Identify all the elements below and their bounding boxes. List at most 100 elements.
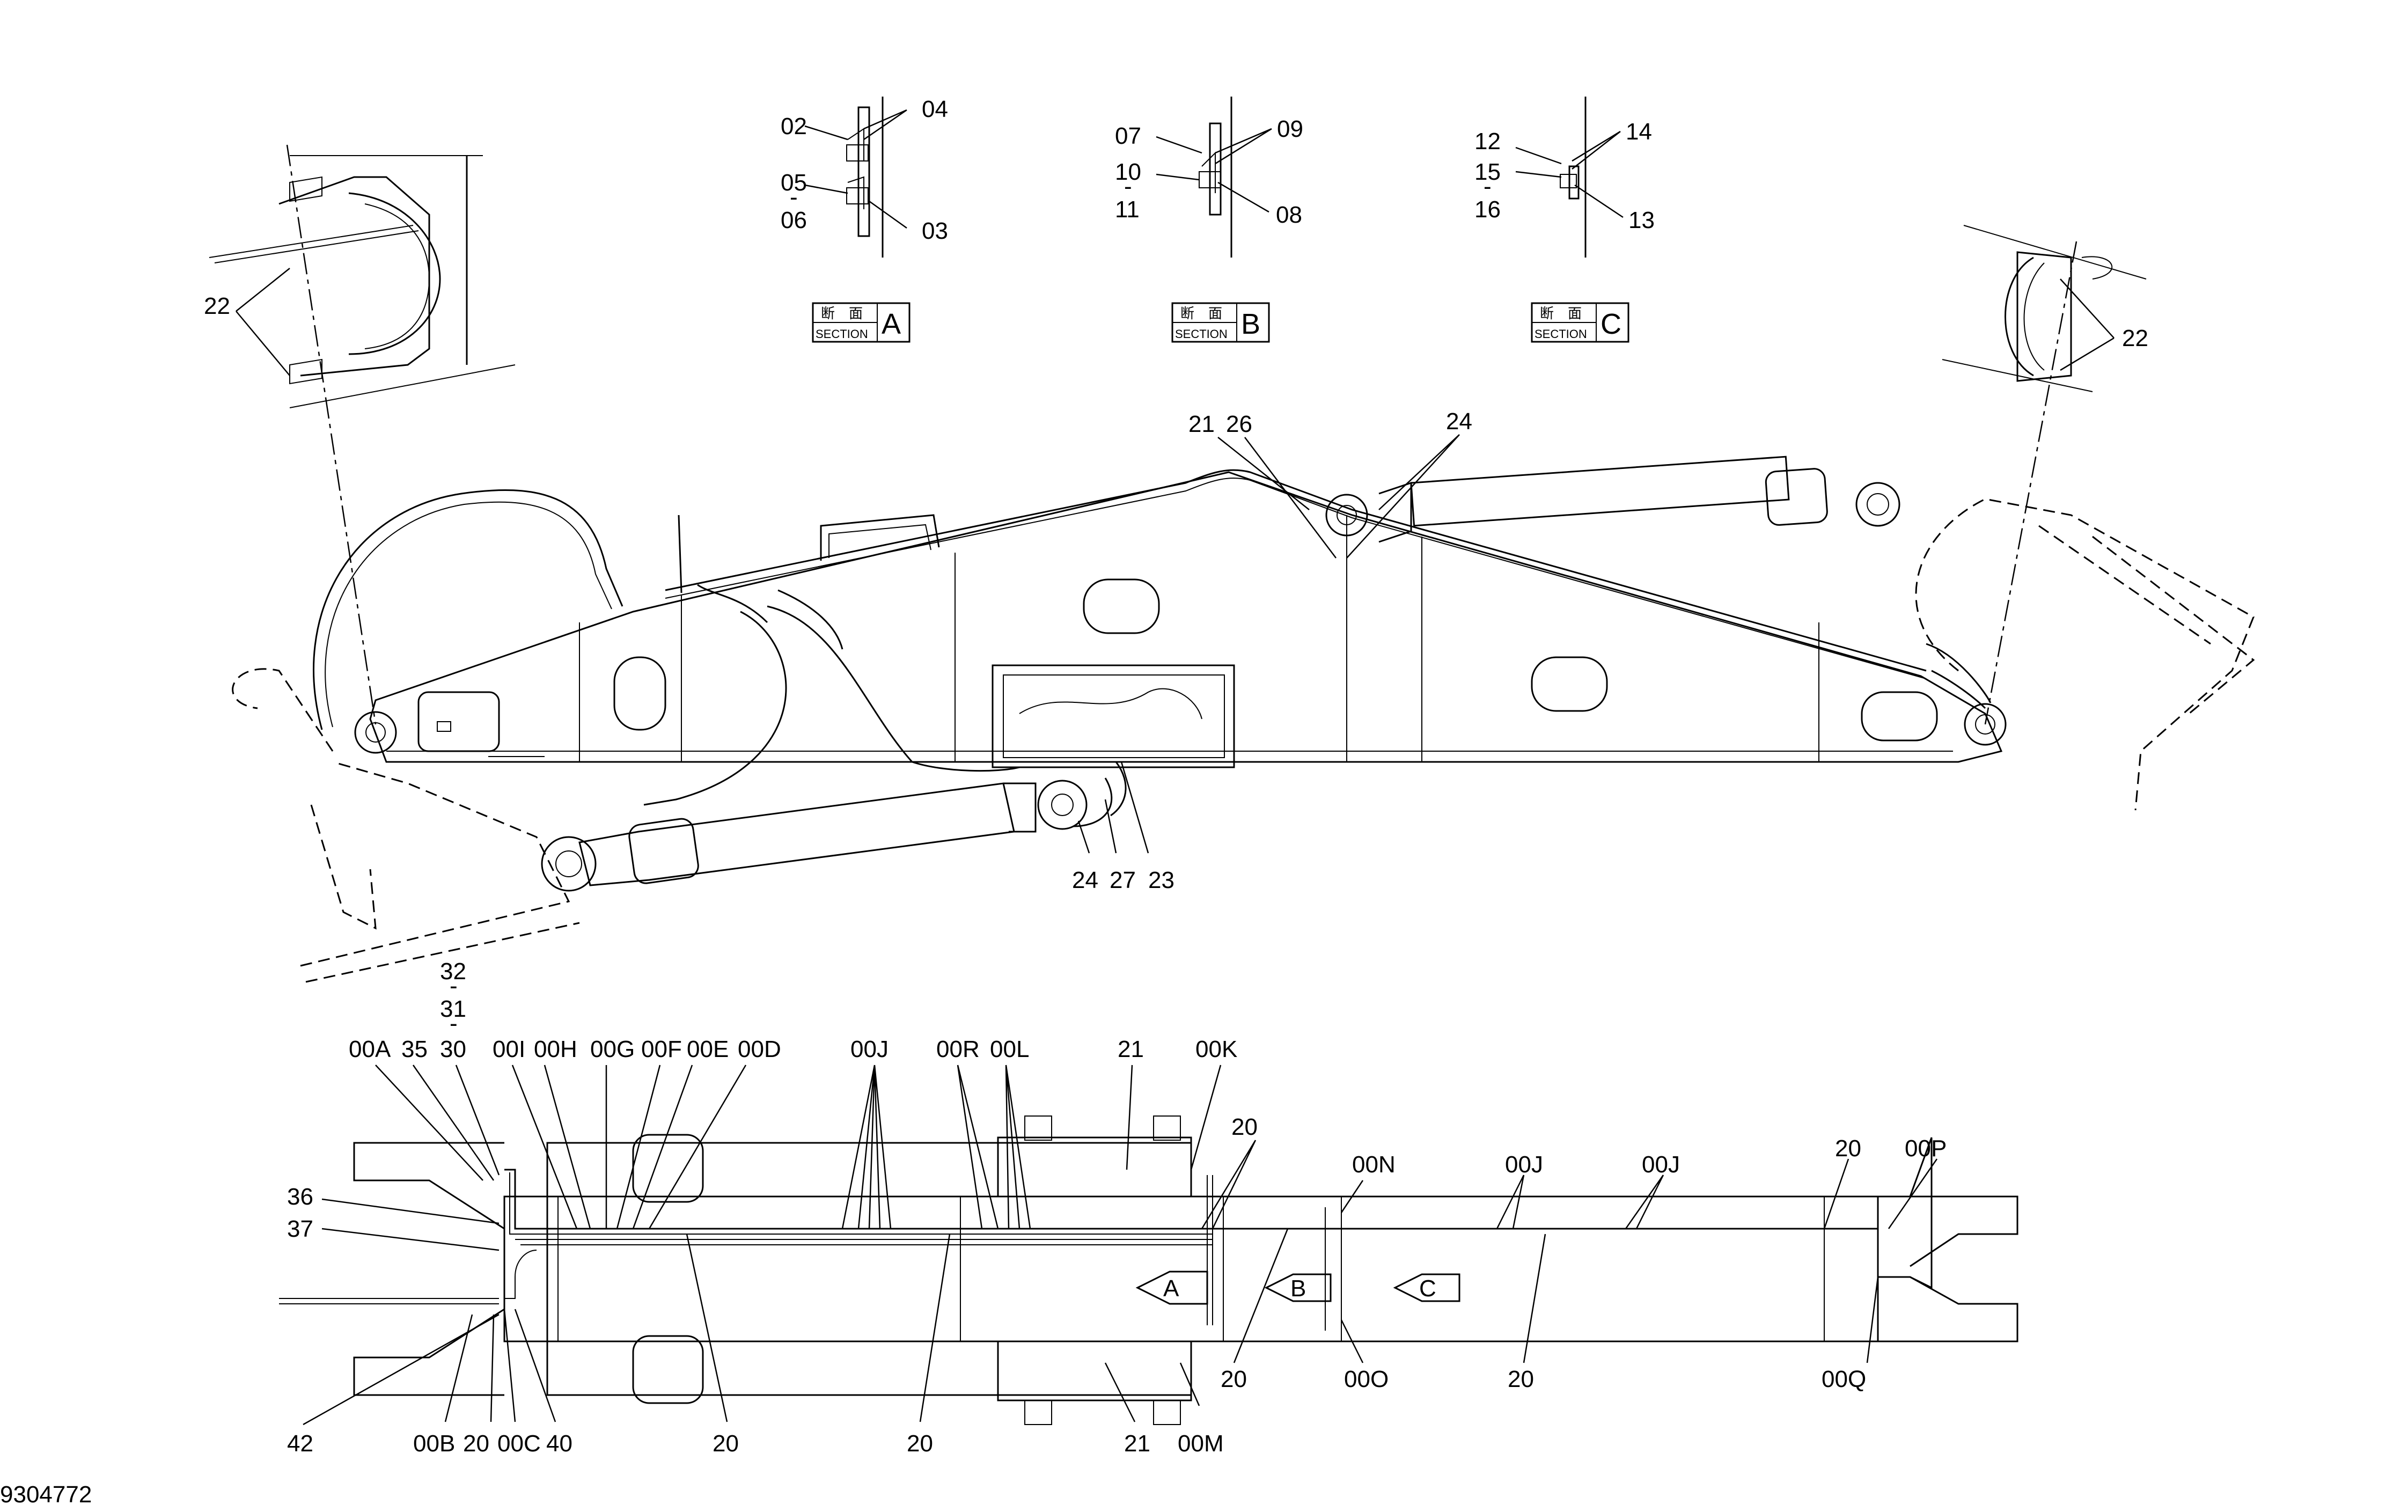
callout: 00J bbox=[1642, 1151, 1680, 1178]
callout: 00H bbox=[534, 1036, 577, 1062]
section-word: SECTION bbox=[1175, 327, 1228, 341]
callout: 21 bbox=[1118, 1036, 1144, 1062]
section-arrow-label: B bbox=[1290, 1275, 1306, 1302]
callout: 20 bbox=[1508, 1366, 1534, 1392]
callout: 20 bbox=[1221, 1366, 1247, 1392]
section-kanji: 断 面 bbox=[821, 305, 863, 321]
callout: 20 bbox=[1835, 1135, 1861, 1162]
callout: 00F bbox=[641, 1036, 682, 1062]
callout: - bbox=[450, 1010, 458, 1037]
detail-boom-foot bbox=[209, 155, 516, 408]
plan-body bbox=[503, 1195, 1879, 1342]
callout: 00Q bbox=[1822, 1366, 1866, 1392]
callout: 22 bbox=[2122, 325, 2148, 351]
callout: 26 bbox=[1226, 411, 1252, 437]
boom-plan-view: A B C bbox=[279, 1115, 2018, 1425]
callout: 21 bbox=[1188, 411, 1215, 437]
callout: 00A bbox=[349, 1036, 391, 1062]
section-letter: B bbox=[1241, 308, 1260, 340]
leader-lines bbox=[236, 109, 2115, 1426]
section-letter: A bbox=[882, 308, 901, 340]
boom-cylinder-head-pin bbox=[1037, 780, 1088, 830]
access-hole bbox=[1083, 578, 1160, 634]
arm-cylinder bbox=[1410, 456, 1790, 527]
callout: 00L bbox=[990, 1036, 1029, 1062]
foot-hose-loop bbox=[313, 489, 623, 730]
callout: 36 bbox=[287, 1184, 313, 1210]
plan-cylinder-bottom bbox=[546, 1340, 1192, 1396]
callout: 04 bbox=[922, 96, 948, 122]
inspection-window bbox=[992, 664, 1235, 768]
callout: 00G bbox=[590, 1036, 635, 1062]
reference-line bbox=[1984, 241, 2077, 725]
callout: 37 bbox=[287, 1216, 313, 1242]
callout: 16 bbox=[1474, 196, 1501, 223]
callout: 24 bbox=[1446, 408, 1472, 435]
callout: 07 bbox=[1115, 123, 1141, 149]
callout: 05 bbox=[781, 170, 807, 196]
callout: 15 bbox=[1474, 159, 1501, 185]
plan-cylinder-top bbox=[546, 1142, 1192, 1198]
boom-cylinder bbox=[541, 780, 1088, 892]
callout: 20 bbox=[713, 1430, 739, 1457]
reference-line bbox=[286, 144, 377, 725]
access-hole bbox=[1861, 691, 1938, 742]
boom-top-hose bbox=[665, 469, 1927, 672]
callout: 00J bbox=[850, 1036, 889, 1062]
callout: 13 bbox=[1628, 207, 1655, 233]
callout: 27 bbox=[1110, 867, 1136, 893]
callout: 14 bbox=[1626, 119, 1652, 145]
callout: 00M bbox=[1178, 1430, 1224, 1457]
callout: - bbox=[450, 973, 458, 999]
callout: 09 bbox=[1277, 116, 1303, 142]
callout: 12 bbox=[1474, 128, 1501, 155]
section-kanji: 断 面 bbox=[1540, 305, 1582, 321]
callout: 40 bbox=[546, 1430, 572, 1457]
access-hole bbox=[613, 656, 666, 731]
section-detail-b bbox=[1199, 97, 1232, 258]
section-arrow-label: C bbox=[1419, 1275, 1436, 1302]
callout: 00P bbox=[1905, 1135, 1947, 1162]
plan-boom-outline bbox=[546, 1137, 1933, 1342]
callout: - bbox=[1484, 173, 1492, 200]
callout: 42 bbox=[287, 1430, 313, 1457]
boom-top-pin bbox=[1325, 494, 1368, 537]
callout: 03 bbox=[922, 218, 948, 244]
callout: 31 bbox=[440, 996, 466, 1022]
callout: 20 bbox=[1231, 1114, 1258, 1140]
callout: 20 bbox=[907, 1430, 933, 1457]
section-letter: C bbox=[1601, 308, 1621, 340]
callout: 00O bbox=[1344, 1366, 1389, 1392]
plan-hose-bundle bbox=[504, 1169, 1878, 1230]
callout: 10 bbox=[1115, 159, 1141, 185]
boom-cylinder-hose bbox=[643, 611, 787, 806]
callout: - bbox=[1124, 173, 1132, 200]
callout: 00I bbox=[493, 1036, 525, 1062]
callout: 00E bbox=[687, 1036, 729, 1062]
callout: 23 bbox=[1148, 867, 1174, 893]
callout: 21 bbox=[1124, 1430, 1150, 1457]
callout: 06 bbox=[781, 207, 807, 233]
callout: 00B bbox=[413, 1430, 455, 1457]
callout: 00R bbox=[936, 1036, 980, 1062]
callout: 24 bbox=[1072, 867, 1098, 893]
callout: 32 bbox=[440, 958, 466, 985]
boom-cylinder-rod-pin bbox=[541, 836, 597, 892]
section-detail-c bbox=[1560, 97, 1587, 258]
section-arrow-b bbox=[1264, 1273, 1332, 1302]
callout: 00D bbox=[738, 1036, 781, 1062]
callout: 11 bbox=[1115, 196, 1140, 223]
callout: 20 bbox=[463, 1430, 489, 1457]
boom-foot-pin bbox=[354, 711, 397, 754]
callout: 00J bbox=[1505, 1151, 1543, 1178]
boom-side-view bbox=[232, 456, 2255, 983]
callout: 00C bbox=[497, 1430, 541, 1457]
callout: 08 bbox=[1276, 202, 1302, 228]
callout: - bbox=[790, 184, 798, 210]
document-number: 9304772 bbox=[0, 1481, 92, 1508]
section-label-c: 断 面 SECTION C bbox=[1531, 302, 1629, 343]
junction-box bbox=[417, 691, 500, 752]
section-arrow-c bbox=[1393, 1273, 1460, 1302]
